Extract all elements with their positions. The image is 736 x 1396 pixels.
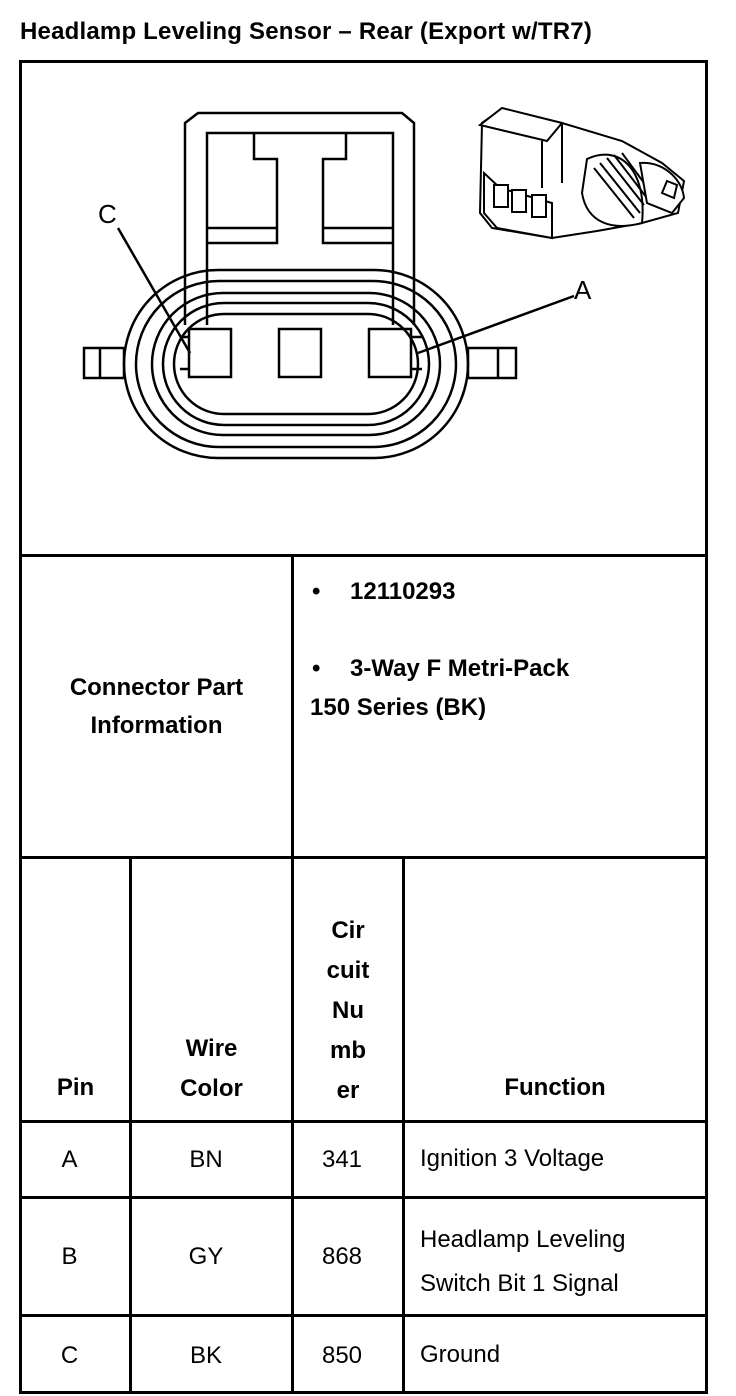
- connector-table-frame: [19, 60, 708, 1394]
- connector-description-line2: 150 Series (BK): [310, 694, 487, 721]
- connector-diagram: C A: [82, 106, 686, 460]
- part-number: 12110293: [350, 578, 456, 605]
- bullet-part-number: •: [312, 578, 321, 605]
- divider-header: [19, 1120, 708, 1123]
- row-a-function: Ignition 3 Voltage: [420, 1145, 605, 1172]
- row-a-wire-color: BN: [189, 1145, 223, 1173]
- pin-label-a: A: [574, 275, 592, 305]
- divider-info: [19, 856, 708, 859]
- connector-info-label: Connector Part Information: [22, 557, 291, 856]
- divider-col-1: [129, 856, 132, 1394]
- header-wire-color: Wire Color: [132, 1029, 291, 1109]
- divider-row-a: [19, 1196, 708, 1199]
- header-function: Function: [504, 1074, 606, 1101]
- bullet-description: •: [312, 655, 321, 682]
- row-b-function-line2: Switch Bit 1 Signal: [420, 1270, 619, 1297]
- header-circuit-line1: Cir: [331, 917, 365, 944]
- header-wire-color-line1: Wire: [185, 1035, 238, 1062]
- row-b-pin: B: [61, 1242, 78, 1270]
- row-a-pin: A: [61, 1145, 78, 1173]
- header-circuit-line2: cuit: [326, 957, 370, 984]
- connector-info-label-line2: Information: [90, 711, 223, 739]
- divider-col-4: [402, 856, 405, 1394]
- row-a-circuit: 341: [321, 1145, 363, 1173]
- connector-description-line1: 3-Way F Metri-Pack: [350, 655, 570, 682]
- connector-face-drawing: [82, 111, 575, 460]
- row-c-wire-color: BK: [189, 1341, 222, 1369]
- header-circuit-line4: mb: [330, 1037, 366, 1064]
- header-pin: Pin: [56, 1074, 95, 1101]
- row-c-pin: C: [60, 1341, 79, 1369]
- header-circuit-line3: Nu: [332, 997, 364, 1024]
- connector-info-label-line1: Connector Part: [69, 673, 244, 701]
- connector-isometric-icon: [477, 106, 686, 240]
- row-c-function: Ground: [420, 1341, 501, 1368]
- header-circuit-number: Cir cuit Nu mb er: [294, 911, 402, 1111]
- header-circuit-line5: er: [336, 1077, 360, 1104]
- page-title: Headlamp Leveling Sensor – Rear (Export …: [20, 18, 593, 45]
- row-b-wire-color: GY: [188, 1242, 224, 1270]
- divider-row-b: [19, 1314, 708, 1317]
- row-b-circuit: 868: [321, 1242, 363, 1270]
- divider-col-3: [291, 554, 294, 1394]
- row-b-function-line1: Headlamp Leveling: [420, 1226, 626, 1253]
- header-wire-color-line2: Color: [180, 1075, 243, 1102]
- row-c-circuit: 850: [321, 1341, 363, 1369]
- pin-label-c: C: [98, 199, 117, 229]
- divider-diagram: [19, 554, 708, 557]
- row-b-function: Headlamp Leveling Switch Bit 1 Signal: [420, 1218, 625, 1306]
